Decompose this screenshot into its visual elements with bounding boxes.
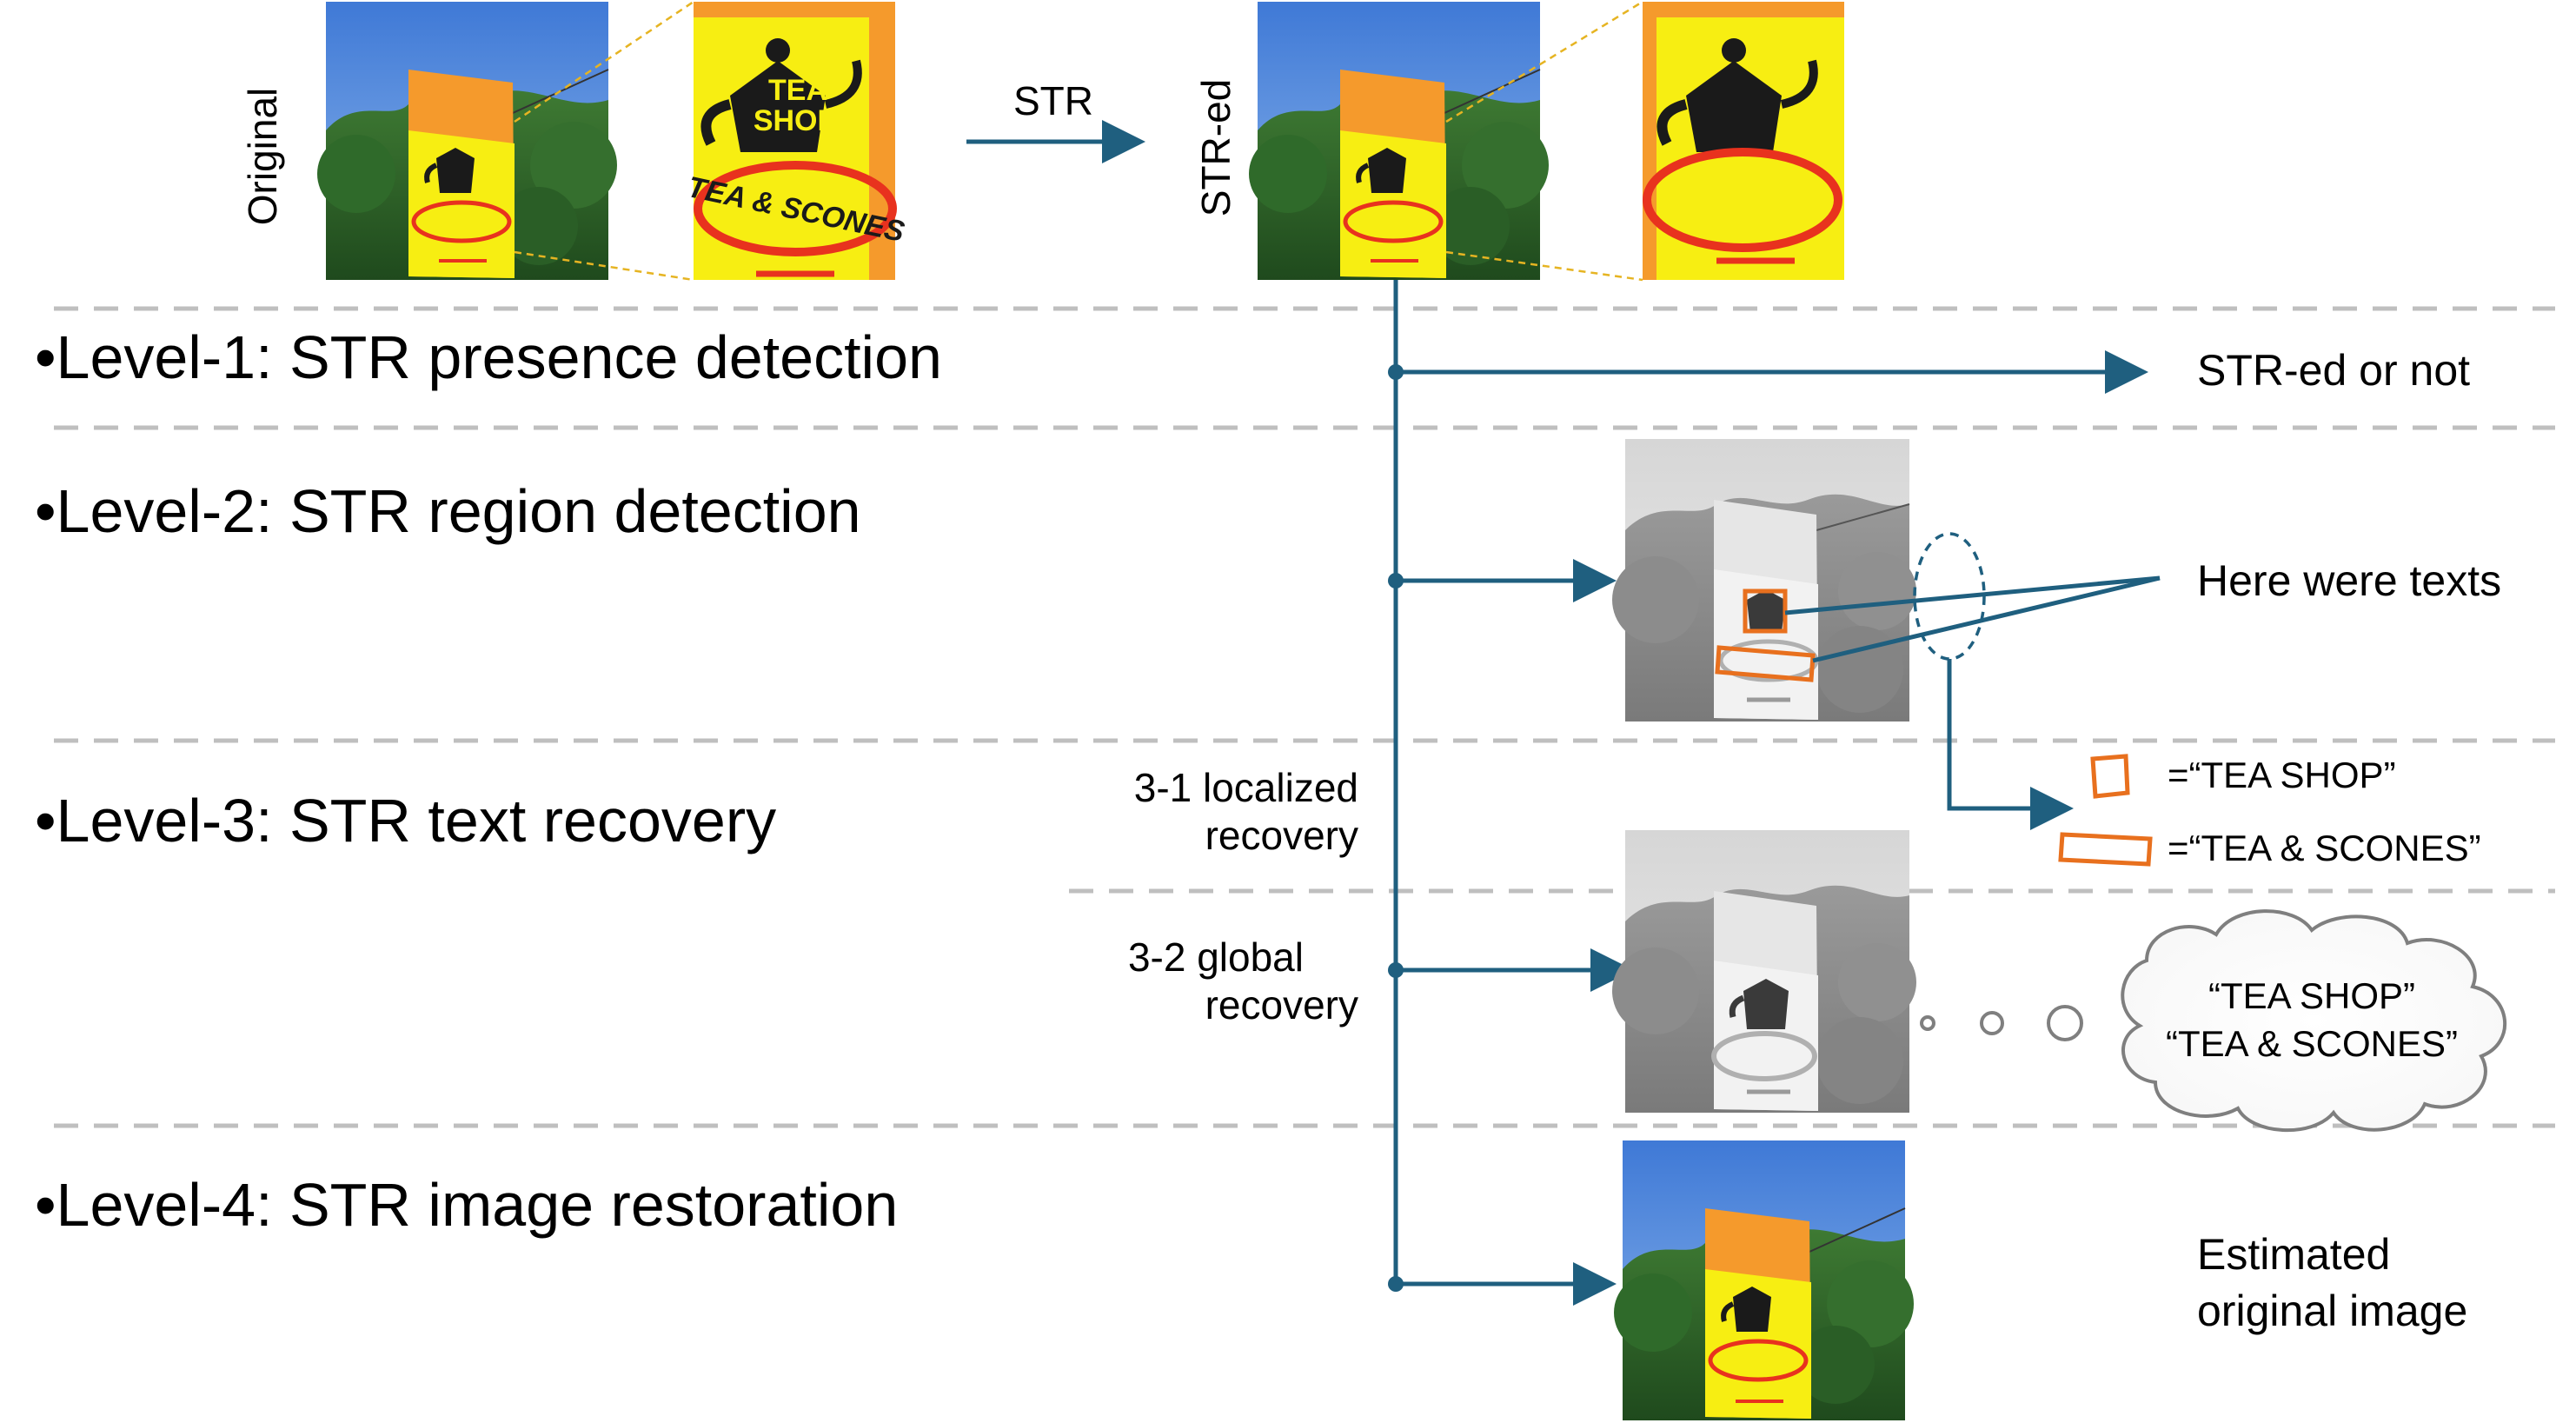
sublevel-3-2-line2: recovery — [1205, 982, 1358, 1027]
level-1-output: STR-ed or not — [2197, 346, 2470, 395]
zoom-line — [1445, 0, 1643, 123]
stred-photo — [1249, 2, 1549, 280]
pointer-line — [1784, 575, 2161, 615]
result-box-tea-shop — [2090, 754, 2130, 799]
zoom-ellipse — [1913, 532, 1986, 661]
level-4-output-line2: original image — [2197, 1287, 2467, 1335]
level-3-label: •Level-3: STR text recovery — [35, 787, 776, 854]
region-detection-image — [1612, 439, 1916, 721]
cloud-line-2: “TEA & SCONES” — [2166, 1023, 2458, 1064]
localized-recovery-arrow — [1947, 659, 2074, 830]
sublevel-3-2-line1: 3-2 global — [1128, 934, 1304, 980]
stred-label: STR-ed — [1193, 79, 1238, 216]
region-box-tea-scones — [1715, 645, 1816, 682]
level-1-label: •Level-1: STR presence detection — [35, 323, 942, 391]
level-4-label: •Level-4: STR image restoration — [35, 1171, 898, 1239]
result-tea-shop: =“TEA SHOP” — [2168, 755, 2396, 795]
cloud-line-1: “TEA SHOP” — [2208, 975, 2415, 1016]
sign-top-text: TEA — [768, 74, 827, 107]
zoom-line — [1445, 250, 1643, 282]
level-2-output: Here were texts — [2197, 556, 2501, 605]
restored-image — [1614, 1140, 1914, 1420]
result-tea-scones: =“TEA & SCONES” — [2168, 828, 2481, 868]
sublevel-3-1-line1: 3-1 localized — [1134, 765, 1358, 810]
stred-sign-zoom — [1643, 2, 1844, 280]
thought-bubble-large — [2047, 1005, 2083, 1041]
zoom-line — [514, 250, 694, 282]
pointer-line — [1812, 575, 2161, 663]
result-box-tea-scones — [2058, 832, 2153, 867]
thought-cloud — [2121, 909, 2507, 1132]
global-recovery-image — [1612, 830, 1916, 1113]
str-arrow-label: STR — [1013, 78, 1093, 123]
original-label: Original — [240, 88, 285, 226]
level-4-output-line1: Estimated — [2197, 1230, 2390, 1279]
original-sign-zoom: TEA SHOP TEA & SCONES — [685, 2, 907, 280]
sign-bottom-text: SHOP — [754, 104, 837, 137]
level-2-label: •Level-2: STR region detection — [35, 477, 861, 545]
sublevel-3-1-line2: recovery — [1205, 813, 1358, 858]
thought-bubble-medium — [1980, 1011, 2004, 1035]
original-photo — [317, 2, 617, 280]
thought-bubble-small — [1920, 1015, 1935, 1031]
